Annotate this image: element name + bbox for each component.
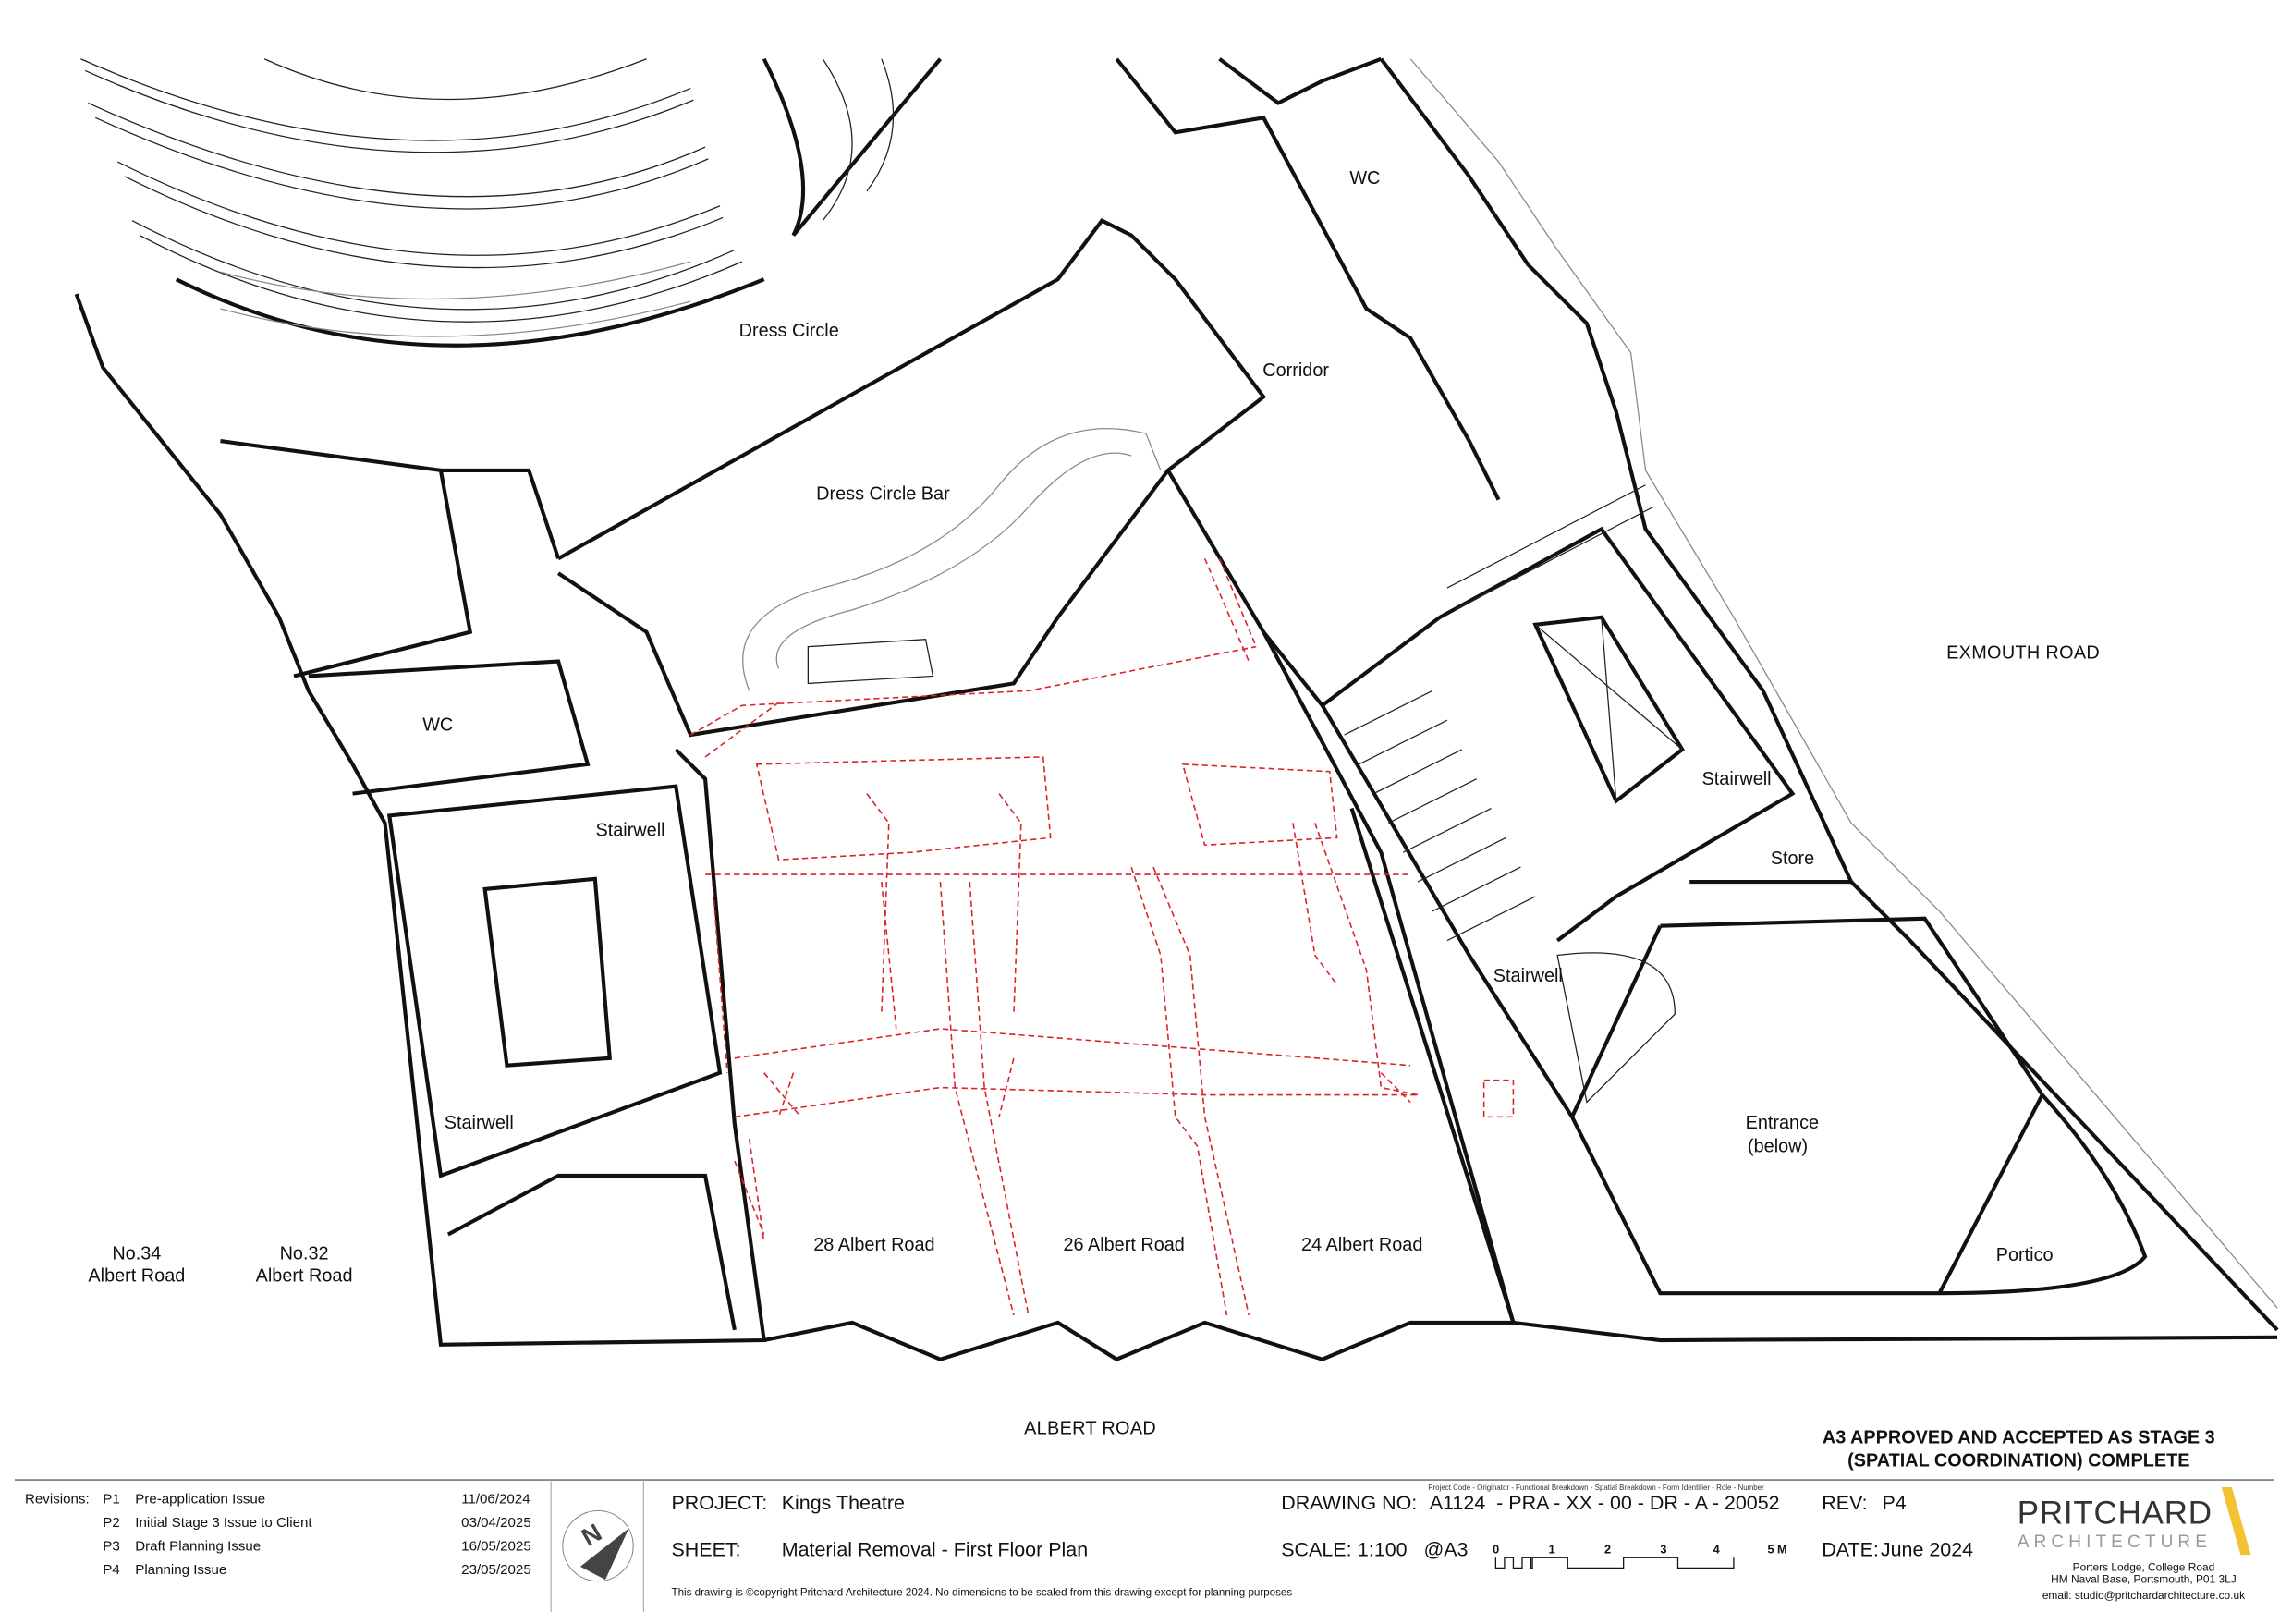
room-label-stairwell-left-top: Stairwell xyxy=(595,821,664,841)
room-labels: Dress Circle Dress Circle Bar Corridor W… xyxy=(88,168,2100,1439)
firm-email: email: studio@pritchardarchitecture.co.u… xyxy=(2042,1589,2245,1602)
revision-date: 03/04/2025 xyxy=(461,1515,531,1531)
revision-date: 11/06/2024 xyxy=(461,1491,530,1507)
room-label-portico: Portico xyxy=(1996,1245,2054,1265)
label-28-albert-road: 28 Albert Road xyxy=(813,1235,934,1255)
room-label-stairwell-right-top: Stairwell xyxy=(1702,769,1772,789)
label-24-albert-road: 24 Albert Road xyxy=(1301,1235,1422,1255)
scale-tick: 3 xyxy=(1660,1543,1666,1557)
rev-value: P4 xyxy=(1882,1492,1906,1514)
firm-name: PRITCHARD xyxy=(2018,1496,2213,1532)
revision-desc: Pre-application Issue xyxy=(135,1491,265,1507)
date-label: DATE: xyxy=(1822,1539,1879,1561)
drawing-no-header: Project Code - Originator - Functional B… xyxy=(1428,1484,1764,1492)
room-label-entrance: Entrance xyxy=(1746,1113,1820,1133)
scale-tick: 1 xyxy=(1549,1543,1555,1557)
scale-tick: 0 xyxy=(1493,1543,1499,1557)
road-label-albert: ALBERT ROAD xyxy=(1024,1419,1156,1439)
scale-paper: @A3 xyxy=(1423,1539,1468,1561)
room-label-dress-circle-bar: Dress Circle Bar xyxy=(816,484,950,505)
room-label-store: Store xyxy=(1771,849,1814,869)
scale-tick: 5 M xyxy=(1767,1543,1786,1557)
room-label-stairwell-left-bottom: Stairwell xyxy=(445,1113,514,1133)
room-label-wc-left: WC xyxy=(422,714,453,735)
project-label: PROJECT: xyxy=(672,1492,768,1514)
material-removal-lines xyxy=(689,557,1515,1316)
revision-code: P1 xyxy=(103,1491,119,1507)
label-no32: No.32 xyxy=(280,1244,329,1264)
scale-bar: 0 1 2 3 4 5 M xyxy=(1493,1543,1787,1569)
date-value: June 2024 xyxy=(1881,1539,1973,1561)
label-no34: No.34 xyxy=(112,1244,161,1264)
revision-row: P3 Draft Planning Issue 16/05/2025 xyxy=(103,1538,530,1554)
revisions-table: Revisions: P1 Pre-application Issue 11/0… xyxy=(25,1491,531,1577)
drawing-no-value: A1124 - PRA - XX - 00 - DR - A - 20052 xyxy=(1430,1492,1780,1514)
scale-label: SCALE: xyxy=(1281,1539,1351,1561)
room-label-stairwell-right-mid: Stairwell xyxy=(1493,966,1563,986)
revision-desc: Planning Issue xyxy=(135,1562,226,1578)
revision-date: 16/05/2025 xyxy=(461,1538,531,1554)
scale-tick: 2 xyxy=(1604,1543,1611,1557)
room-label-wc-top: WC xyxy=(1349,168,1380,189)
drawing-no-label: DRAWING NO: xyxy=(1281,1492,1417,1514)
revision-row: P2 Initial Stage 3 Issue to Client 03/04… xyxy=(103,1515,530,1531)
scale-tick: 4 xyxy=(1713,1543,1720,1557)
revision-row: P4 Planning Issue 23/05/2025 xyxy=(103,1562,530,1578)
revision-code: P2 xyxy=(103,1515,119,1531)
title-block: Revisions: P1 Pre-application Issue 11/0… xyxy=(14,1479,2274,1613)
rev-label: REV: xyxy=(1822,1492,1867,1514)
revision-code: P4 xyxy=(103,1562,119,1578)
logo-accent-slash xyxy=(2221,1486,2251,1556)
road-label-exmouth: EXMOUTH ROAD xyxy=(1946,642,2100,663)
revision-date: 23/05/2025 xyxy=(461,1562,531,1578)
room-label-corridor: Corridor xyxy=(1262,360,1329,381)
revision-desc: Initial Stage 3 Issue to Client xyxy=(135,1515,312,1531)
revision-row: P1 Pre-application Issue 11/06/2024 xyxy=(103,1491,530,1507)
firm-logo: PRITCHARD ARCHITECTURE xyxy=(2018,1486,2251,1556)
firm-address-1: Porters Lodge, College Road xyxy=(2073,1561,2215,1574)
sheet-value: Material Removal - First Floor Plan xyxy=(782,1539,1088,1561)
building-walls xyxy=(74,56,2279,1361)
auditorium-seating xyxy=(80,57,943,348)
stage-stamp-line2: (SPATIAL COORDINATION) COMPLETE xyxy=(1847,1451,2189,1471)
scale-value: 1:100 xyxy=(1358,1539,1408,1561)
room-label-entrance-note: (below) xyxy=(1748,1137,1808,1157)
label-no32-road: Albert Road xyxy=(256,1265,353,1286)
stage-stamp-line1: A3 APPROVED AND ACCEPTED AS STAGE 3 xyxy=(1823,1427,2215,1447)
firm-address-2: HM Naval Base, Portsmouth, P01 3LJ xyxy=(2051,1572,2237,1585)
room-label-dress-circle: Dress Circle xyxy=(739,321,839,341)
label-26-albert-road: 26 Albert Road xyxy=(1063,1235,1184,1255)
firm-sub: ARCHITECTURE xyxy=(2018,1532,2212,1552)
revision-desc: Draft Planning Issue xyxy=(135,1538,261,1554)
label-no34-road: Albert Road xyxy=(88,1265,185,1286)
sheet-label: SHEET: xyxy=(672,1539,741,1561)
project-value: Kings Theatre xyxy=(782,1492,905,1514)
revisions-label: Revisions: xyxy=(25,1491,90,1507)
copyright-note: This drawing is ©copyright Pritchard Arc… xyxy=(672,1587,1293,1599)
revision-code: P3 xyxy=(103,1538,119,1554)
